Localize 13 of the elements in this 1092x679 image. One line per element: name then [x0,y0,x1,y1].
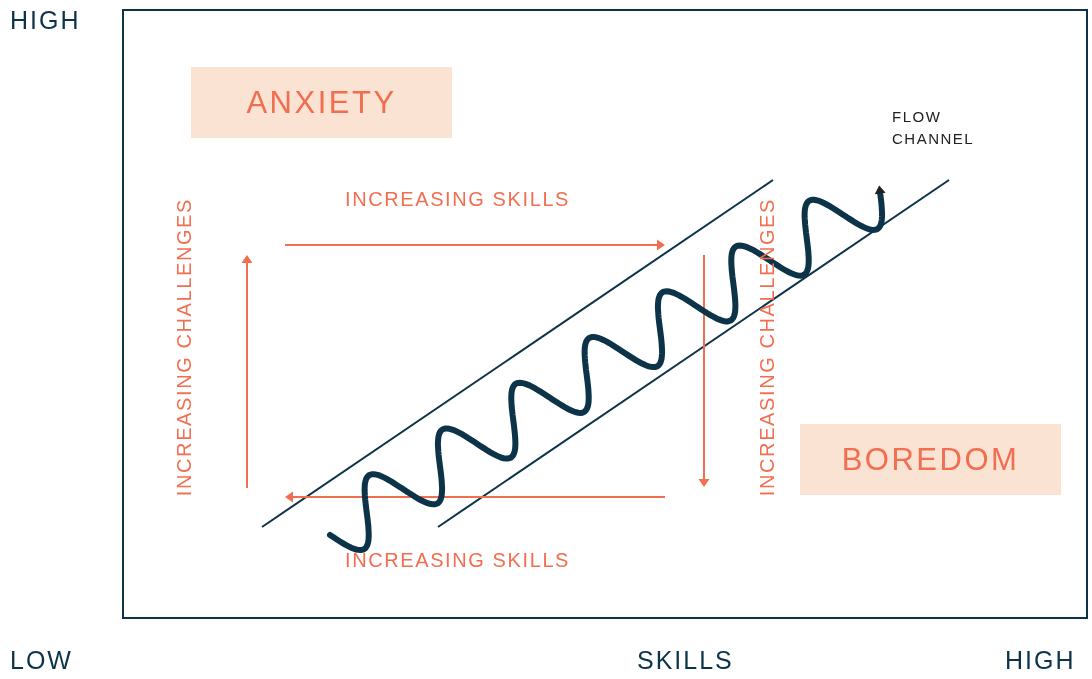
region-label: ANXIETY [246,84,397,121]
arrow-label: INCREASING SKILLS [345,188,571,211]
arrow-label: INCREASING CHALLENGES [756,198,779,497]
arrow-label: INCREASING SKILLS [345,549,571,572]
axis-title: SKILLS [637,646,734,675]
label-box [800,424,1061,495]
axis-label: LOW [10,646,73,675]
label-box [191,67,452,138]
channel-label: FLOW CHANNEL [892,107,976,149]
axis-label: HIGH [10,6,81,35]
region-label: BOREDOM [841,441,1020,478]
arrow-label: INCREASING CHALLENGES [173,198,196,497]
axis-label: HIGH [1005,646,1076,675]
